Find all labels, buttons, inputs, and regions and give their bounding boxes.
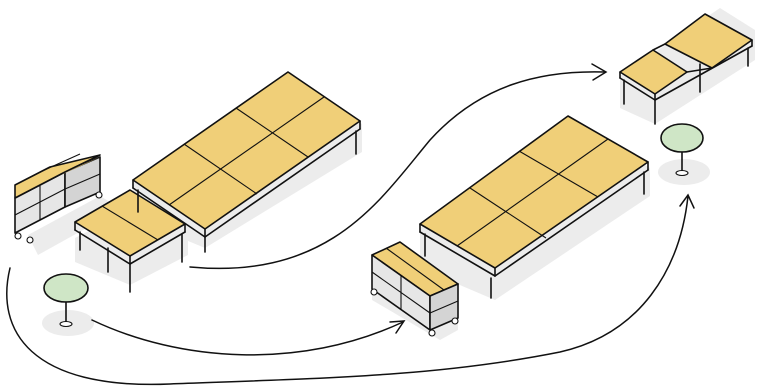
small-table-pair-right bbox=[619, 13, 753, 125]
arrow-head-icon bbox=[591, 63, 608, 81]
small-table-left bbox=[74, 189, 186, 293]
cabinet-right bbox=[370, 241, 459, 337]
large-table-right bbox=[419, 115, 649, 299]
round-side-table-left bbox=[42, 273, 94, 336]
move-arrow-icon bbox=[91, 319, 404, 356]
move-arrows bbox=[6, 63, 695, 386]
move-arrow-icon bbox=[189, 71, 606, 270]
cabinet-left bbox=[14, 153, 103, 244]
move-arrow-icon bbox=[6, 195, 689, 386]
large-table-left bbox=[132, 71, 361, 253]
arrow-head-icon bbox=[679, 193, 695, 209]
round-side-table-right bbox=[658, 123, 710, 185]
arrow-head-icon bbox=[389, 320, 406, 334]
